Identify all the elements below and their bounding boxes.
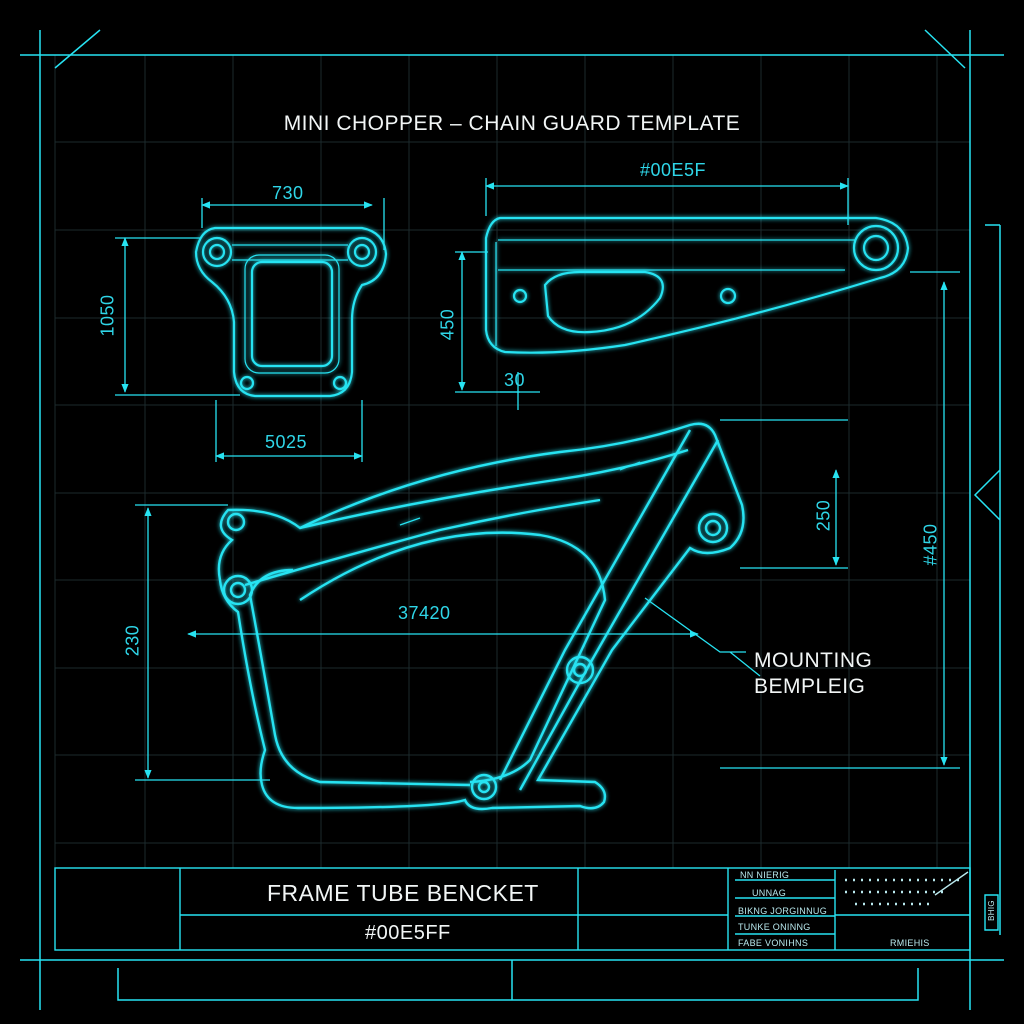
chain-guard-part	[484, 216, 910, 354]
mounting-callout: MOUNTING BEMPLEIG	[754, 648, 872, 700]
title-block-dashes	[845, 878, 960, 906]
background-grid	[54, 54, 970, 868]
bracket-part	[194, 226, 388, 398]
drawing-title: MINI CHOPPER – CHAIN GUARD TEMPLATE	[283, 112, 741, 135]
title-block-cell-4: TUNKE ONINNG	[738, 922, 811, 932]
callout-line-2: BEMPLEIG	[754, 675, 866, 698]
title-block-cell-3: BIKNG JORGINNUG	[738, 906, 828, 916]
dim-label-730: 730	[272, 183, 304, 203]
frame-tube-part	[217, 422, 745, 811]
dim-label-30: 30	[504, 370, 526, 390]
title-block-code: #00E5FF	[365, 922, 451, 944]
dimension-lines	[115, 178, 960, 781]
title-block-cell-1: NN NIERIG	[740, 870, 790, 880]
dim-label-450-right: #450	[920, 523, 941, 566]
dim-label-1050: 1050	[97, 294, 118, 337]
dim-label-250: 250	[813, 499, 834, 532]
title-block-name: FRAME TUBE BENCKET	[267, 880, 539, 906]
dim-label-37420: 37420	[398, 603, 451, 623]
title-block-cell-5: FABE VONIHNS	[738, 938, 809, 948]
title-block-cell-6: RMIEHIS	[890, 938, 930, 948]
title-block-cell-2: UNNAG	[752, 888, 787, 898]
dim-label-5025: 5025	[265, 432, 308, 452]
title-block-side-tag: BHIG	[986, 900, 996, 921]
dim-label-450: 450	[437, 308, 458, 341]
callout-line-1: MOUNTING	[754, 649, 873, 672]
dim-label-230: 230	[122, 624, 143, 657]
dim-label-hex-top: #00E5F	[640, 160, 707, 180]
drawing-frame	[20, 29, 1004, 1010]
title-block	[54, 867, 999, 951]
title-block-pointer	[934, 871, 969, 896]
